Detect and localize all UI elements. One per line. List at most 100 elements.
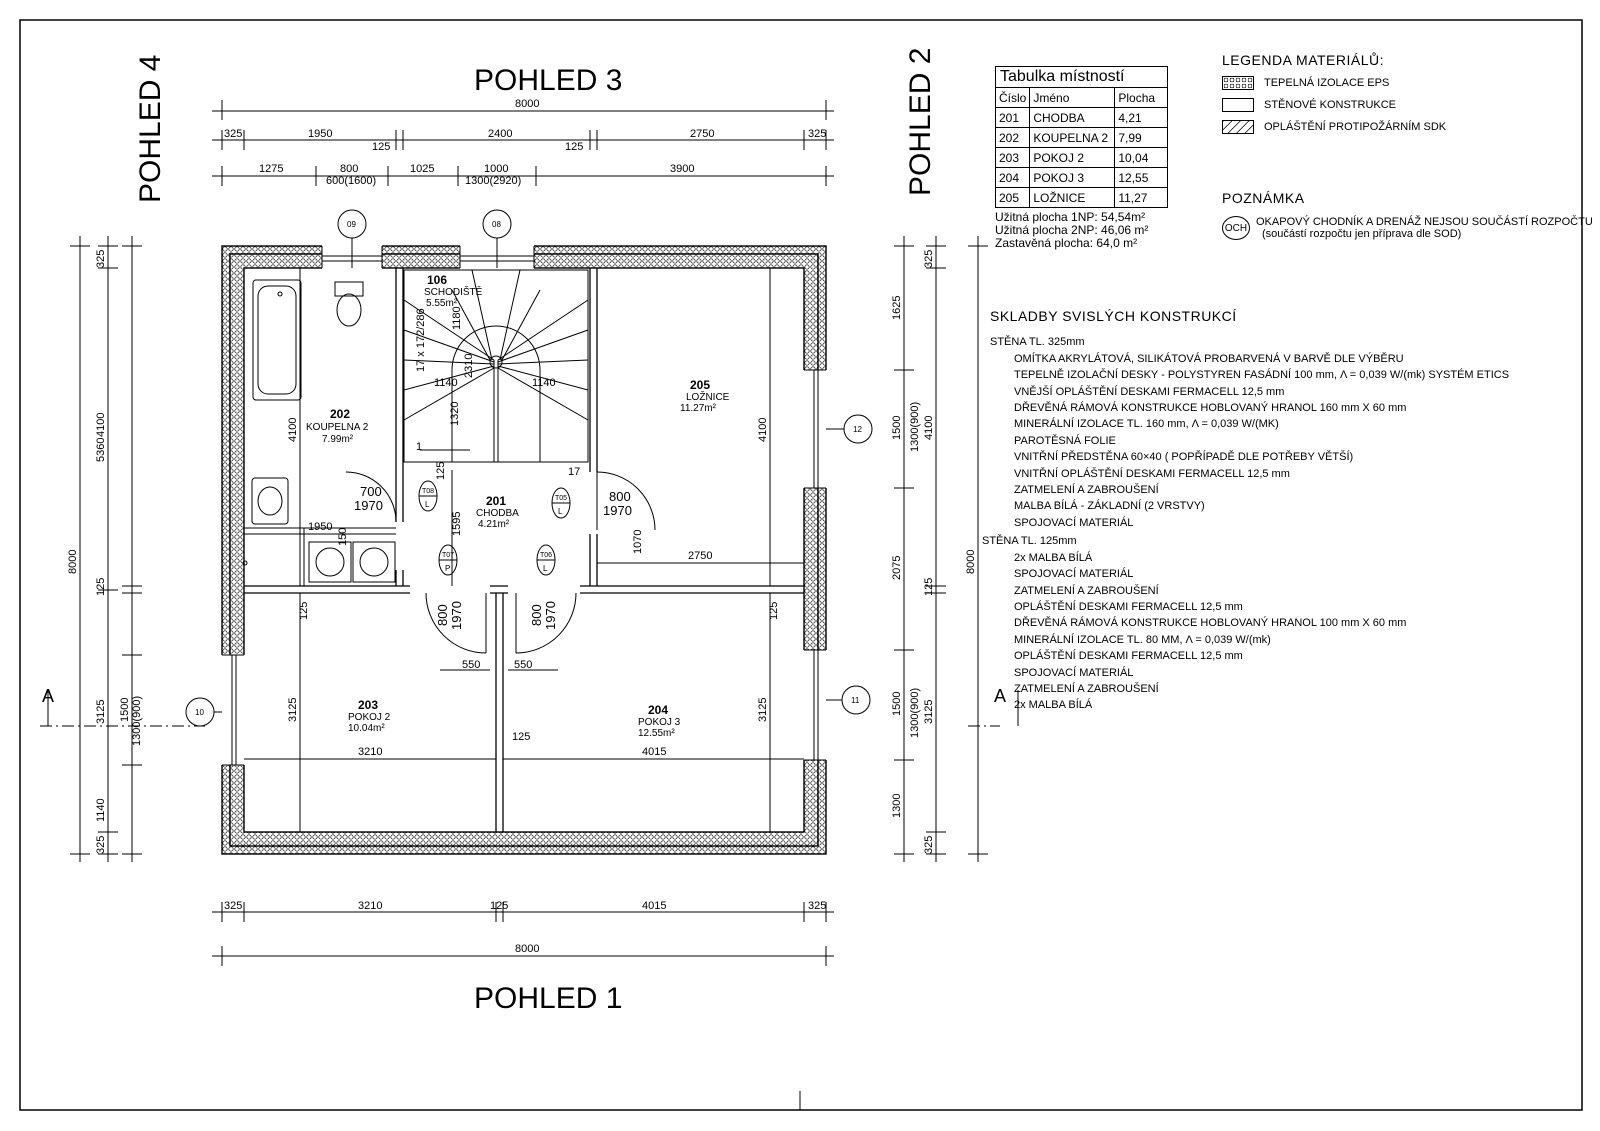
dim-int-3210: 3210 bbox=[358, 746, 382, 758]
spec-line: VNĚJŠÍ OPLÁŠTĚNÍ DESKAMI FERMACELL 12,5 … bbox=[1014, 385, 1285, 398]
dim-int-125c: 125 bbox=[435, 462, 447, 480]
room-106-number: 106 bbox=[427, 273, 447, 287]
dim-right-1500a: 1500 bbox=[891, 416, 903, 440]
col-number: Číslo bbox=[994, 87, 1031, 108]
legend-label: OPLÁŠTĚNÍ PROTIPOŽÁRNÍM SDK bbox=[1264, 121, 1447, 133]
dim-right-325a: 325 bbox=[923, 250, 935, 268]
dim-right-1500b: 1500 bbox=[891, 692, 903, 716]
room-106-name: SCHODIŠTĚ bbox=[424, 285, 483, 298]
legend-label: TEPELNÁ IZOLACE EPS bbox=[1264, 77, 1390, 89]
dim-top-325b: 325 bbox=[808, 128, 826, 140]
dim-bottom-total: 8000 bbox=[515, 943, 539, 955]
cell-number: 205 bbox=[994, 187, 1031, 208]
room-205-number: 205 bbox=[690, 378, 710, 392]
note-line-1: OKAPOVÝ CHODNÍK A DRENÁŽ NEJSOU SOUČÁSTÍ… bbox=[1256, 216, 1593, 228]
dim-left-5360: 5360 bbox=[95, 438, 107, 462]
room-204-name: POKOJ 3 bbox=[638, 717, 681, 728]
och-code: OCH bbox=[1224, 222, 1248, 234]
dim-right-1625: 1625 bbox=[891, 296, 903, 320]
wall2-title: STĚNA TL. 125mm bbox=[982, 535, 1077, 548]
door-tag-t06: T06 bbox=[540, 552, 552, 559]
room-205-name: LOŽNICE bbox=[686, 390, 730, 403]
dim-top-1000: 1000 bbox=[484, 163, 508, 175]
room-202-number: 202 bbox=[330, 407, 350, 421]
dim-top-1950: 1950 bbox=[308, 128, 332, 140]
view-title-right: POHLED 2 bbox=[904, 48, 937, 196]
spec-line: 2x MALBA BÍLÁ bbox=[1014, 699, 1093, 712]
legend-item: TEPELNÁ IZOLACE EPS bbox=[1222, 76, 1446, 90]
dim-right-3125: 3125 bbox=[923, 700, 935, 724]
staircase bbox=[403, 269, 589, 463]
spec-line: 2x MALBA BÍLÁ bbox=[1014, 551, 1093, 564]
room-204-number: 204 bbox=[648, 703, 668, 717]
room-202-name: KOUPELNA 2 bbox=[306, 422, 369, 433]
room-202-area: 7.99m² bbox=[322, 434, 354, 445]
window-tag-09: 09 bbox=[347, 220, 356, 229]
door-tag-t08: T08 bbox=[422, 488, 434, 495]
dim-bottom-3210: 3210 bbox=[358, 900, 382, 912]
cell-name: POKOJ 3 bbox=[1029, 167, 1116, 188]
dim-top-1025: 1025 bbox=[410, 163, 434, 175]
dim-left-1140: 1140 bbox=[95, 798, 107, 822]
view-title-left: POHLED 4 bbox=[134, 55, 167, 203]
note-block: POZNÁMKA OCH OKAPOVÝ CHODNÍK A DRENÁŽ NE… bbox=[1222, 190, 1593, 240]
dim-top-total: 8000 bbox=[515, 98, 539, 110]
spec-line: DŘEVĚNÁ RÁMOVÁ KONSTRUKCE HOBLOVANÝ HRAN… bbox=[1014, 402, 1407, 415]
wall-composition-spec: SKLADBY SVISLÝCH KONSTRUKCÍ STĚNA TL. 32… bbox=[982, 308, 1509, 714]
dim-int-550b: 550 bbox=[514, 659, 532, 671]
table-row: 205 LOŽNICE 11,27 bbox=[994, 187, 1169, 208]
dim-bottom-4015: 4015 bbox=[642, 900, 666, 912]
dim-int-1070: 1070 bbox=[632, 530, 644, 554]
spec-line: ZATMELENÍ A ZABROUŠENÍ bbox=[1014, 682, 1159, 695]
bathroom-fixtures bbox=[242, 279, 396, 586]
door-t07-height: 1970 bbox=[449, 601, 464, 630]
spec-line: MALBA BÍLÁ - ZÁKLADNÍ (2 VRSTVY) bbox=[1014, 500, 1205, 513]
window-tag-11: 11 bbox=[851, 696, 860, 705]
room-106-area: 5.55m² bbox=[426, 298, 458, 309]
spec-line: MINERÁLNÍ IZOLACE TL. 80 MM, Λ = 0,039 W… bbox=[1014, 633, 1271, 646]
dim-right-1300: 1300 bbox=[891, 794, 903, 818]
cell-number: 203 bbox=[994, 147, 1031, 168]
cell-area: 10,04 bbox=[1114, 147, 1169, 168]
dim-bottom-325b: 325 bbox=[808, 900, 826, 912]
dim-int-1950: 1950 bbox=[308, 521, 332, 533]
spec-line: ZATMELENÍ A ZABROUŠENÍ bbox=[1014, 584, 1159, 597]
legend-item: STĚNOVÉ KONSTRUKCE bbox=[1222, 98, 1446, 112]
dim-int-1140a: 1140 bbox=[434, 377, 458, 389]
dim-int-2750: 2750 bbox=[688, 550, 712, 562]
dim-int-2310: 2310 bbox=[463, 354, 475, 378]
hatch-swatch-icon bbox=[1222, 120, 1254, 134]
door-tag-t05: T05 bbox=[555, 495, 567, 502]
wall-swatch-icon bbox=[1222, 98, 1254, 112]
dim-left-325b: 325 bbox=[95, 836, 107, 854]
area-built: Zastavěná plocha: 64,0 m² bbox=[995, 236, 1138, 250]
dim-int-4015: 4015 bbox=[642, 746, 666, 758]
door-side-t08: L bbox=[425, 500, 430, 509]
view-title-bottom: POHLED 1 bbox=[474, 982, 622, 1015]
dim-right-total: 8000 bbox=[965, 550, 977, 574]
window-tag-08: 08 bbox=[492, 220, 501, 229]
room-201-name: CHODBA bbox=[476, 508, 519, 519]
spec-line: ZATMELENÍ A ZABROUŠENÍ bbox=[1014, 484, 1159, 497]
dim-int-125d: 125 bbox=[512, 731, 530, 743]
spec-line: DŘEVĚNÁ RÁMOVÁ KONSTRUKCE HOBLOVANÝ HRAN… bbox=[1014, 617, 1407, 630]
door-t08-height: 1970 bbox=[354, 498, 383, 513]
eps-swatch-icon bbox=[1222, 76, 1254, 90]
room-205-area: 11.27m² bbox=[680, 403, 717, 414]
door-t06-width: 800 bbox=[529, 604, 544, 626]
table-row: 203 POKOJ 2 10,04 bbox=[994, 147, 1169, 168]
dim-int-3125b: 3125 bbox=[757, 698, 769, 722]
dim-int-125b: 125 bbox=[768, 602, 780, 620]
dim-int-17: 17 bbox=[568, 466, 580, 478]
spec-line: VNITŘNÍ OPLÁŠTĚNÍ DESKAMI FERMACELL 12,5… bbox=[1014, 467, 1290, 480]
room-204-area: 12.55m² bbox=[638, 728, 675, 739]
room-201-area: 4.21m² bbox=[478, 519, 510, 530]
dim-top-3900: 3900 bbox=[670, 163, 694, 175]
dim-top-600: 600(1600) bbox=[326, 175, 376, 187]
material-legend: LEGENDA MATERIÁLŮ: TEPELNÁ IZOLACE EPS S… bbox=[1222, 52, 1446, 134]
col-name: Jméno bbox=[1029, 87, 1116, 108]
legend-label: STĚNOVÉ KONSTRUKCE bbox=[1264, 99, 1397, 111]
dim-right-1300-900b: 1300(900) bbox=[909, 688, 921, 738]
col-area: Plocha bbox=[1114, 87, 1169, 108]
